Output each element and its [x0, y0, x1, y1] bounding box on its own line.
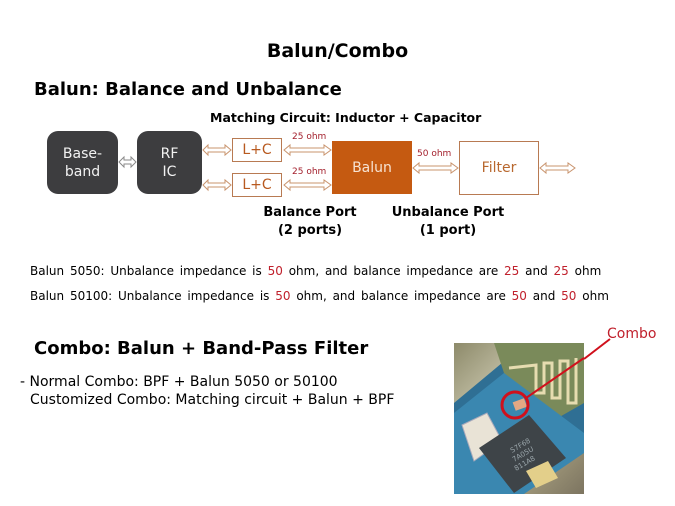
note-text: Balun 5050: Unbalance impedance is	[30, 264, 268, 278]
unbalance-value: 50	[275, 289, 291, 303]
arrow-rfic-lc-bottom	[202, 178, 232, 192]
balance-port-title: Balance Port	[263, 205, 357, 220]
balance-value-b: 50	[561, 289, 577, 303]
section-heading-combo: Combo: Balun + Band-Pass Filter	[34, 338, 369, 359]
baseband-label-2: band	[64, 163, 101, 180]
unbalance-port-title: Unbalance Port	[391, 205, 505, 220]
balance-value-a: 50	[511, 289, 527, 303]
rf-ic-label-1: RF	[160, 145, 179, 162]
balun-block: Balun	[332, 141, 412, 194]
combo-list-customized: Customized Combo: Matching circuit + Bal…	[30, 392, 395, 408]
note-text: ohm	[568, 264, 602, 278]
note-balun-50100: Balun 50100: Unbalance impedance is 50 o…	[30, 289, 609, 303]
note-text: ohm, and balance impedance are	[282, 264, 505, 278]
module-photo-drawing: S7F68 7A05U 811A8	[454, 343, 584, 494]
lc-block-bottom: L+C	[232, 173, 282, 197]
arrow-lc-bottom-balun	[283, 178, 332, 192]
arrow-filter-output	[539, 161, 576, 175]
baseband-block: Base- band	[47, 131, 118, 194]
note-text: and	[526, 289, 562, 303]
matching-circuit-label: Matching Circuit: Inductor + Capacitor	[210, 110, 482, 125]
rf-ic-block: RF IC	[137, 131, 202, 194]
note-balun-5050: Balun 5050: Unbalance impedance is 50 oh…	[30, 264, 601, 278]
balance-value-a: 25	[504, 264, 520, 278]
rf-ic-label-2: IC	[162, 163, 177, 180]
slide-title: Balun/Combo	[266, 40, 409, 62]
arrow-balun-filter	[412, 161, 459, 175]
arrow-lc-top-balun	[283, 143, 332, 157]
filter-block: Filter	[459, 141, 539, 195]
module-photo: S7F68 7A05U 811A8	[454, 343, 584, 494]
ohm-label-top: 25 ohm	[292, 132, 327, 142]
section-heading-balun: Balun: Balance and Unbalance	[34, 79, 342, 100]
balance-port-label: Balance Port (2 ports)	[250, 204, 370, 240]
ohm-label-bottom: 25 ohm	[292, 167, 327, 177]
note-text: ohm, and balance impedance are	[290, 289, 512, 303]
balance-value-b: 25	[553, 264, 569, 278]
note-text: ohm	[576, 289, 609, 303]
combo-list-normal: - Normal Combo: BPF + Balun 5050 or 5010…	[20, 374, 338, 390]
note-text: Balun 50100: Unbalance impedance is	[30, 289, 276, 303]
combo-list: - Normal Combo: BPF + Balun 5050 or 5010…	[20, 373, 394, 409]
balance-port-count: (2 ports)	[277, 223, 343, 238]
combo-highlight-circle	[500, 390, 530, 420]
arrow-rfic-lc-top	[202, 143, 232, 157]
note-text: and	[519, 264, 554, 278]
baseband-label-1: Base-	[62, 145, 103, 162]
unbalance-port-count: (1 port)	[419, 223, 477, 238]
unbalance-value: 50	[267, 264, 283, 278]
ohm-label-unbalance: 50 ohm	[417, 149, 452, 159]
unbalance-port-label: Unbalance Port (1 port)	[383, 204, 513, 240]
lc-block-top: L+C	[232, 138, 282, 162]
arrow-baseband-rfic	[118, 155, 137, 169]
combo-callout-label: Combo	[607, 326, 657, 342]
callout-line	[583, 338, 611, 360]
combo-component	[512, 398, 528, 411]
